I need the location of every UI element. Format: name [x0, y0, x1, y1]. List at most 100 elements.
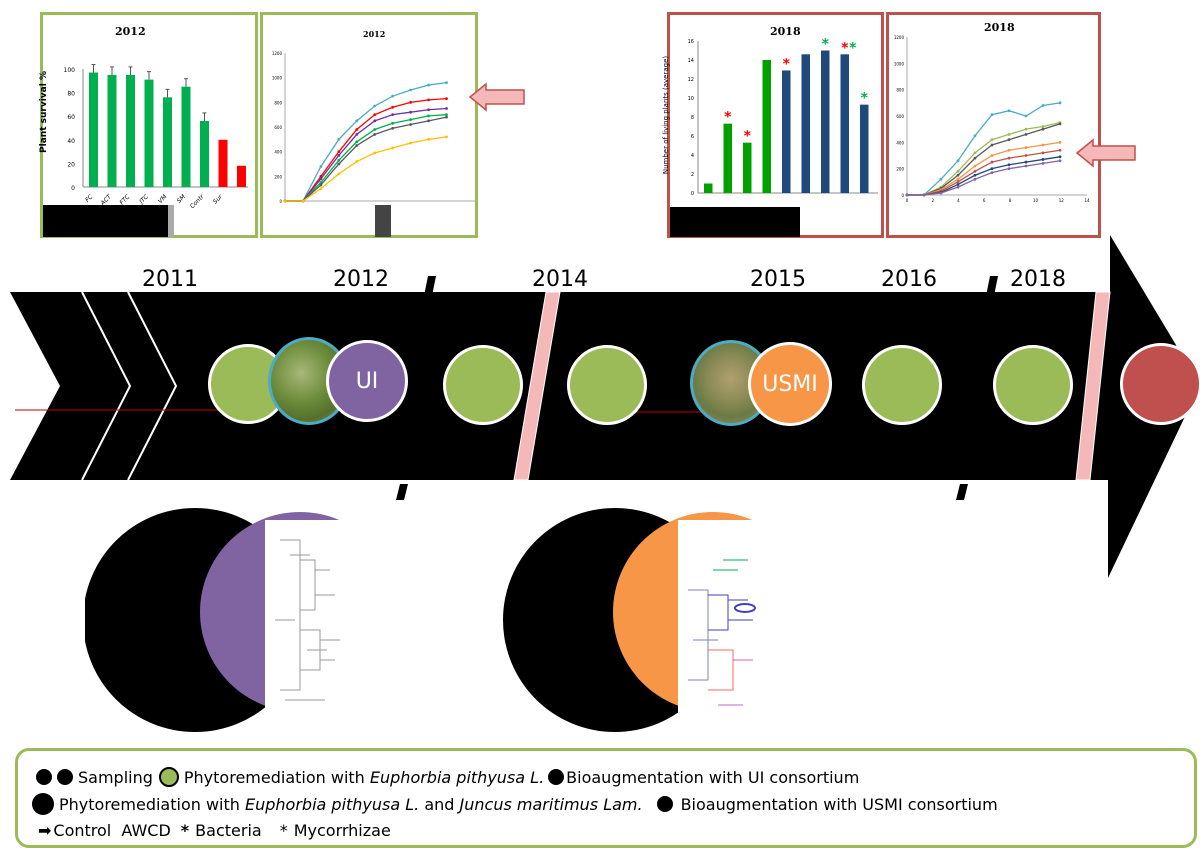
data-point — [1024, 127, 1028, 131]
bar — [704, 183, 713, 193]
bar — [144, 79, 154, 187]
ui-bioaugmentation-node: UI — [326, 340, 408, 422]
year-label: 2014 — [532, 267, 588, 292]
data-point — [939, 177, 943, 181]
data-point — [409, 123, 413, 126]
y-tick-label: 0 — [71, 185, 75, 192]
series-line — [285, 136, 447, 202]
data-point — [1024, 146, 1028, 150]
data-point — [1041, 104, 1045, 107]
legend-and: and — [419, 794, 460, 814]
legend-box: Sampling Phytoremediation with Euphorbia… — [15, 748, 1197, 848]
series-line — [907, 123, 1061, 196]
data-point — [956, 169, 960, 173]
y-tick-label: 2 — [691, 172, 694, 178]
data-point — [990, 143, 994, 147]
phytoremediation-node — [567, 345, 647, 425]
data-point — [1058, 155, 1062, 159]
bar — [840, 54, 849, 193]
data-point — [1024, 160, 1028, 164]
series-line — [285, 116, 447, 202]
data-point — [1041, 127, 1045, 131]
bacteria-star-icon: * — [180, 821, 190, 840]
phytoremediation-node — [443, 345, 523, 425]
bar — [801, 54, 810, 193]
legend-species: Euphorbia pithyusa L. — [245, 794, 420, 814]
data-point — [990, 171, 994, 175]
y-tick-label: 800 — [896, 88, 904, 93]
data-point — [445, 135, 448, 139]
y-tick-label: 12 — [688, 77, 694, 83]
data-point — [355, 160, 359, 163]
data-point — [355, 119, 359, 123]
y-tick-label: 100 — [64, 67, 76, 74]
phytoremediation-dot-icon — [158, 767, 179, 787]
data-point — [409, 88, 413, 92]
data-point — [373, 113, 377, 117]
year-label: 2012 — [333, 267, 389, 292]
data-point — [1058, 148, 1062, 152]
data-point — [355, 128, 359, 131]
living-plants-bar-chart-2018: 2018 Number of living plants (average) 1… — [662, 12, 884, 238]
data-point — [973, 173, 977, 177]
bar — [107, 74, 117, 187]
data-point — [990, 160, 994, 164]
data-point — [427, 83, 430, 87]
bar — [200, 120, 209, 187]
y-tick-label: 800 — [274, 100, 282, 105]
bioaugmentation-ui-dot-icon — [548, 769, 565, 785]
data-point — [1024, 114, 1028, 118]
y-tick-label: 14 — [688, 58, 694, 64]
data-point — [1024, 154, 1028, 157]
y-tick-label: 1200 — [894, 35, 905, 40]
data-point — [445, 81, 448, 84]
y-tick-label: 1000 — [272, 76, 283, 81]
y-tick-label: 0 — [901, 193, 904, 198]
data-point — [373, 151, 377, 155]
significance-star: * — [841, 40, 849, 56]
x-tick-label: 2 — [931, 198, 934, 203]
bar — [821, 50, 830, 193]
data-point — [355, 140, 359, 144]
series-line — [907, 102, 1061, 196]
data-point — [1058, 122, 1062, 126]
data-point — [990, 113, 994, 117]
data-point — [391, 105, 395, 109]
bar — [126, 74, 135, 187]
significance-star: * — [783, 56, 791, 72]
x-tick-label: 14 — [1084, 198, 1090, 203]
y-tick-label: 6 — [691, 134, 694, 140]
bar — [218, 139, 228, 187]
series-line — [907, 160, 1061, 196]
x-tick-label: Contr — [189, 193, 206, 210]
x-tick-label: 10 — [1033, 198, 1039, 203]
legend-bioaugmentation-usmi: Bioaugmentation with USMI consortium — [680, 794, 998, 814]
y-tick-label: 0 — [691, 191, 694, 197]
control-node — [1120, 343, 1200, 425]
bar — [762, 60, 771, 193]
data-point — [973, 177, 977, 181]
data-point — [973, 164, 977, 168]
data-point — [990, 138, 994, 142]
usmi-node-label: USMI — [762, 371, 818, 397]
chart-title: 2012 — [115, 25, 146, 38]
bioaugmentation-usmi-dot-icon — [656, 796, 673, 812]
bar — [181, 86, 191, 187]
data-point — [391, 146, 395, 150]
y-tick-label: 200 — [274, 174, 282, 179]
data-point — [445, 113, 448, 117]
ui-phylogeny-figure — [85, 508, 345, 732]
data-point — [391, 121, 395, 125]
data-point — [1041, 125, 1045, 128]
bar — [860, 104, 869, 193]
data-point — [301, 199, 305, 203]
series-line — [907, 121, 1061, 196]
legend-control: Control AWCD — [53, 821, 171, 840]
year-label: 2011 — [142, 267, 198, 292]
data-point — [445, 115, 448, 119]
bar — [89, 72, 98, 187]
data-point — [337, 137, 341, 141]
legend-sampling: Sampling — [78, 767, 153, 787]
